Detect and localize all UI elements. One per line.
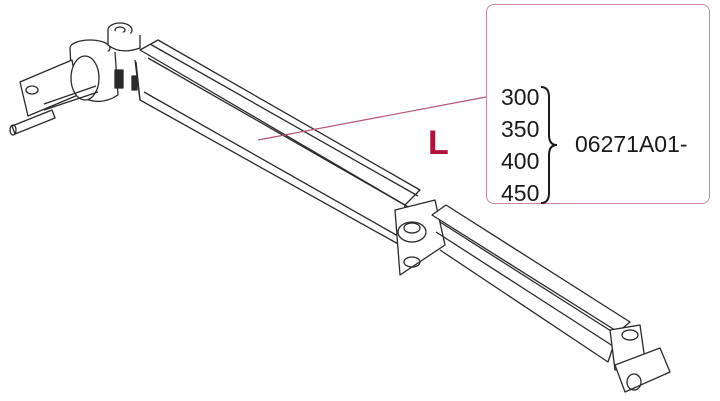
lower-arm-bar (431, 204, 631, 333)
part-number-callout: 300 350 400 450 06271A01- (486, 4, 710, 206)
part-code: 06271A01- (575, 131, 688, 157)
length-options: 300 350 400 450 (501, 81, 539, 209)
dimension-label-l: L (428, 124, 449, 162)
curly-brace-icon (540, 86, 558, 204)
length-option: 450 (501, 180, 540, 206)
length-option: 400 (501, 148, 540, 174)
length-option: 300 (501, 84, 540, 110)
upper-arm-bar (139, 39, 421, 206)
leader-line (257, 96, 487, 141)
length-option: 350 (501, 116, 540, 142)
